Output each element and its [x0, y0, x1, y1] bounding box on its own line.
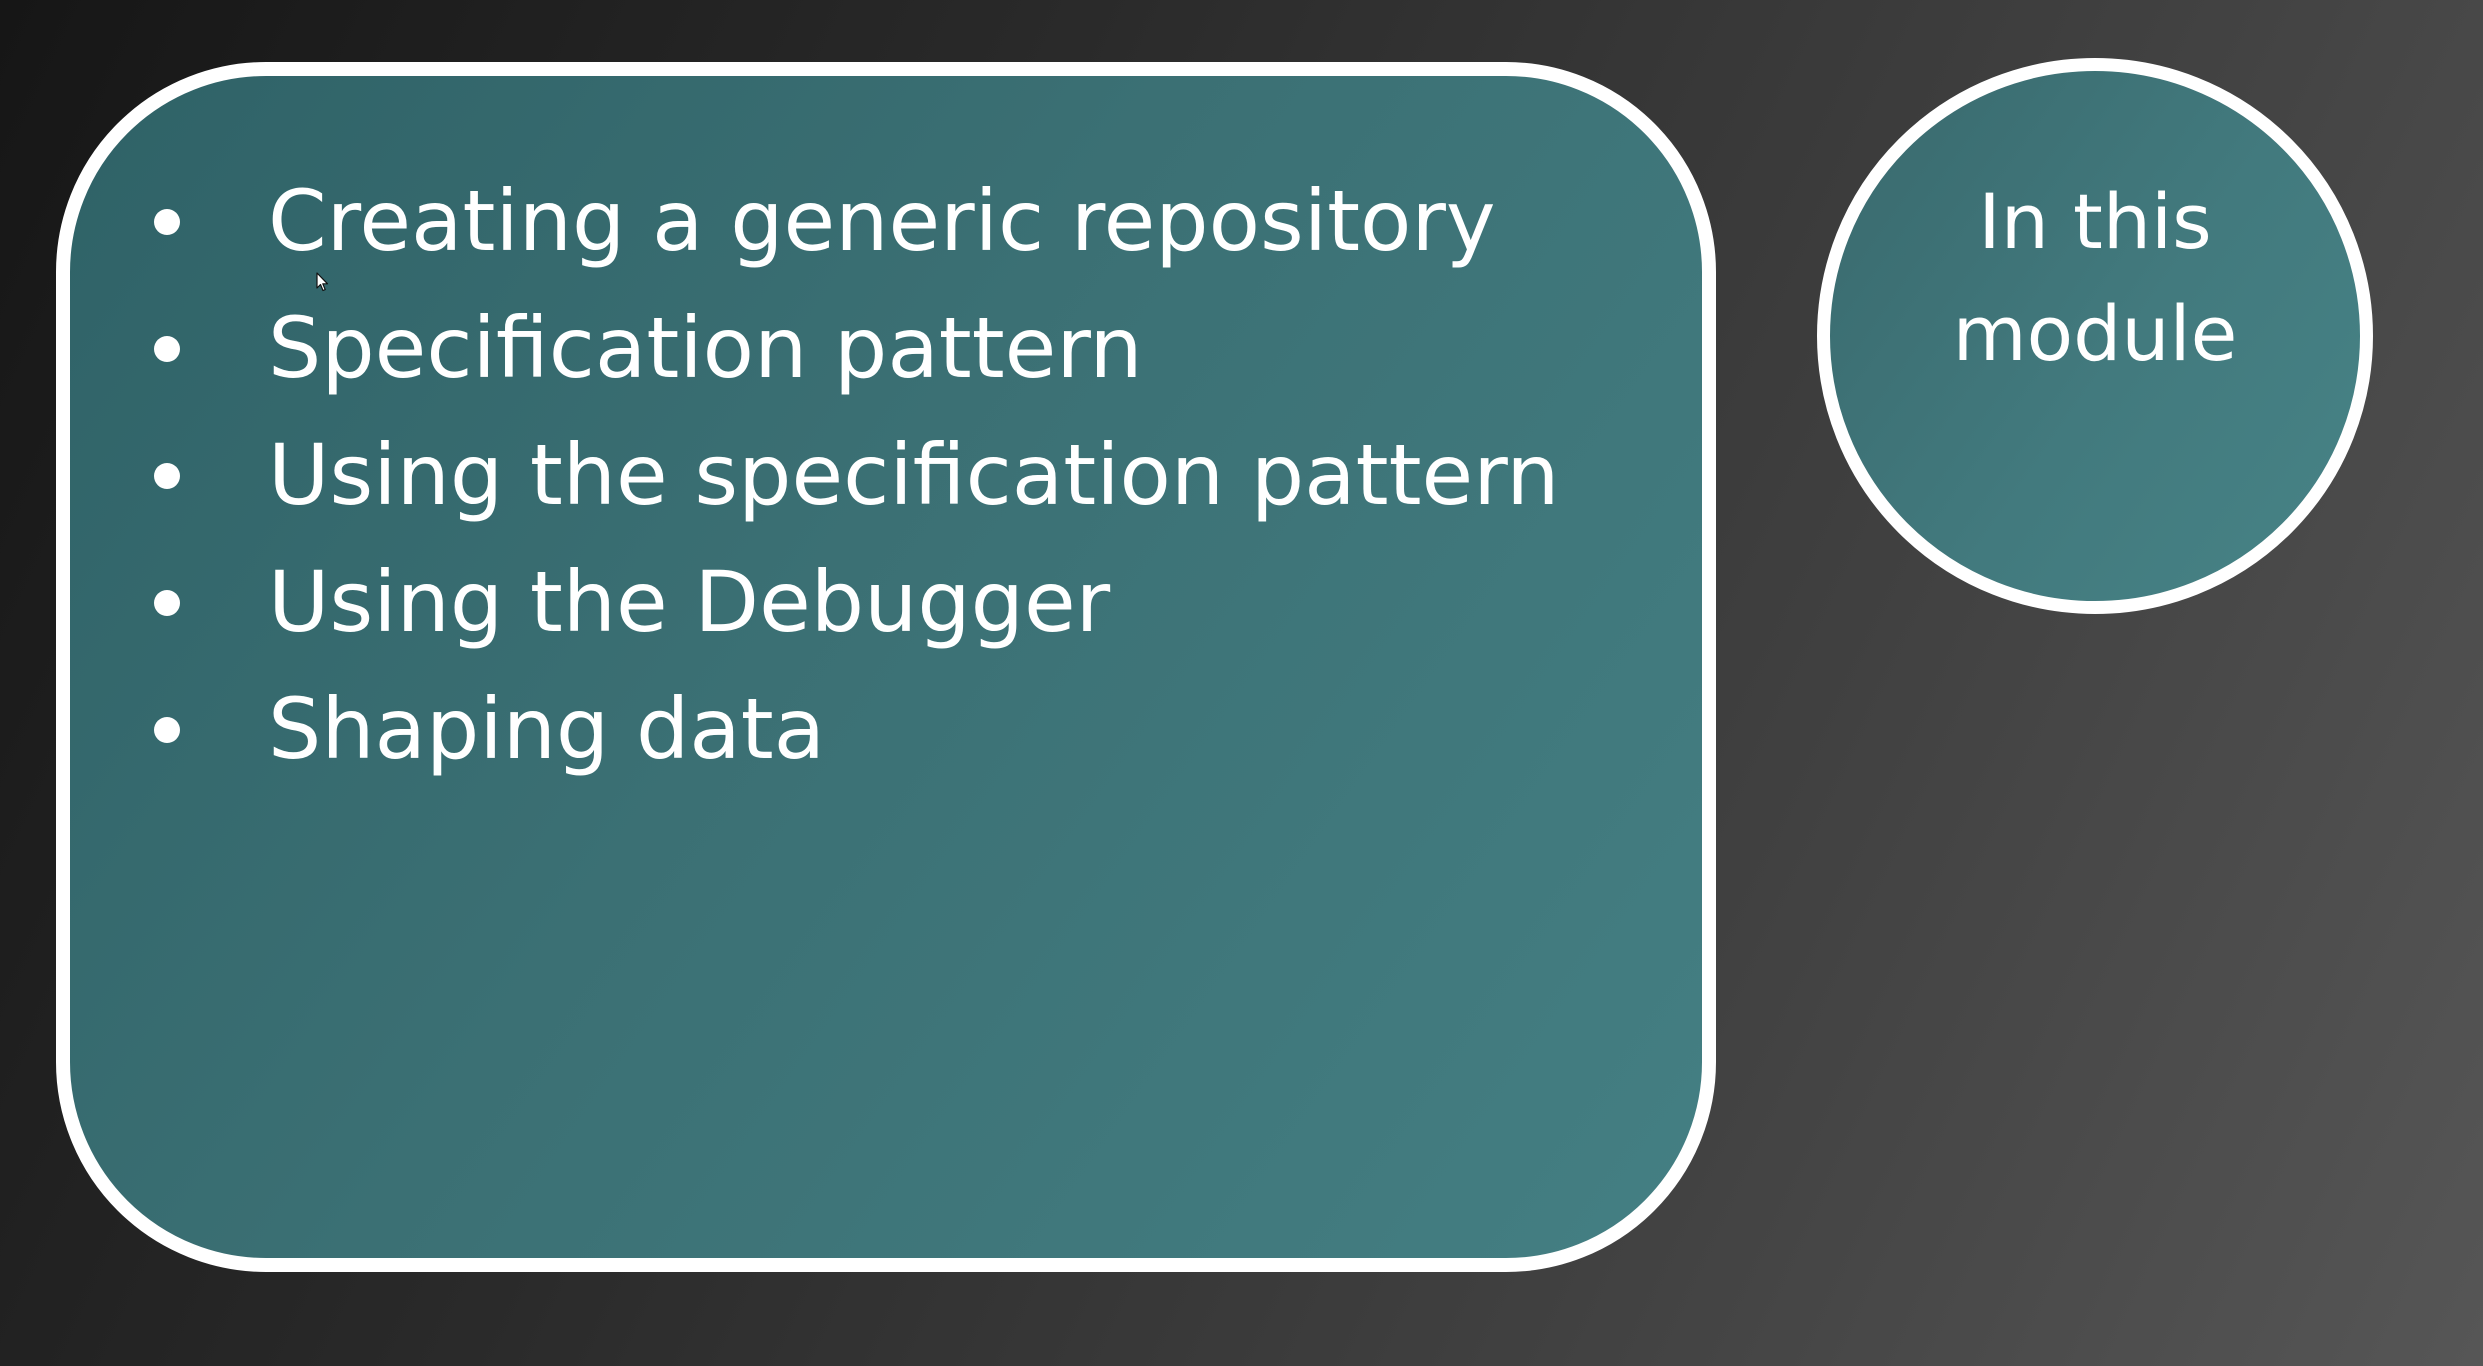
topic-item: Creating a generic repository — [70, 158, 1702, 285]
topic-item: Shaping data — [70, 666, 1702, 793]
module-badge: In this module — [1817, 58, 2373, 614]
topic-text: Using the Debugger — [268, 553, 1111, 651]
topic-text: Specification pattern — [268, 299, 1143, 397]
bullet-icon — [154, 335, 180, 362]
topic-text: Shaping data — [268, 680, 826, 778]
topic-list: Creating a generic repository Specificat… — [70, 158, 1702, 793]
topic-item: Using the specification pattern — [70, 412, 1702, 539]
bullet-icon — [154, 208, 180, 235]
topic-item: Using the Debugger — [70, 539, 1702, 666]
bullet-icon — [154, 462, 180, 489]
module-badge-label: In this module — [1952, 177, 2238, 378]
topic-item: Specification pattern — [70, 285, 1702, 412]
mouse-cursor-icon — [316, 272, 329, 292]
topic-text: Creating a generic repository — [268, 172, 1496, 270]
bullet-icon — [154, 716, 180, 743]
topics-panel: Creating a generic repository Specificat… — [56, 62, 1716, 1272]
topic-text: Using the specification pattern — [268, 426, 1560, 524]
bullet-icon — [154, 589, 180, 616]
